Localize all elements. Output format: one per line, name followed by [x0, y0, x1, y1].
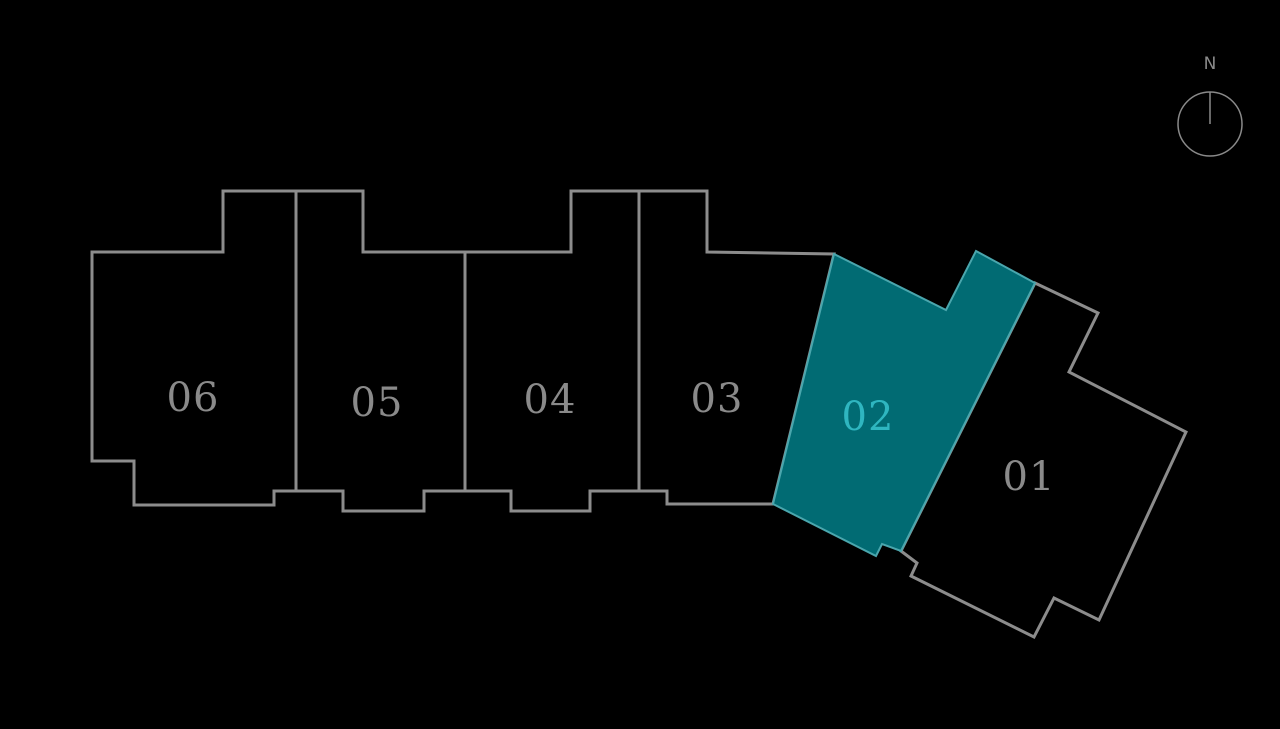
unit-04[interactable]: 04: [463, 189, 641, 513]
unit-02-outline[interactable]: [771, 249, 1037, 558]
unit-06-outline[interactable]: [90, 189, 298, 507]
unit-04-outline[interactable]: [463, 189, 641, 513]
unit-05-outline[interactable]: [294, 189, 467, 513]
compass-north-label: N: [1204, 54, 1217, 74]
unit-06[interactable]: 06: [90, 189, 298, 507]
north-arrow-icon: N: [1177, 54, 1243, 157]
unit-01-outline[interactable]: [899, 281, 1188, 640]
unit-05[interactable]: 05: [294, 189, 467, 513]
